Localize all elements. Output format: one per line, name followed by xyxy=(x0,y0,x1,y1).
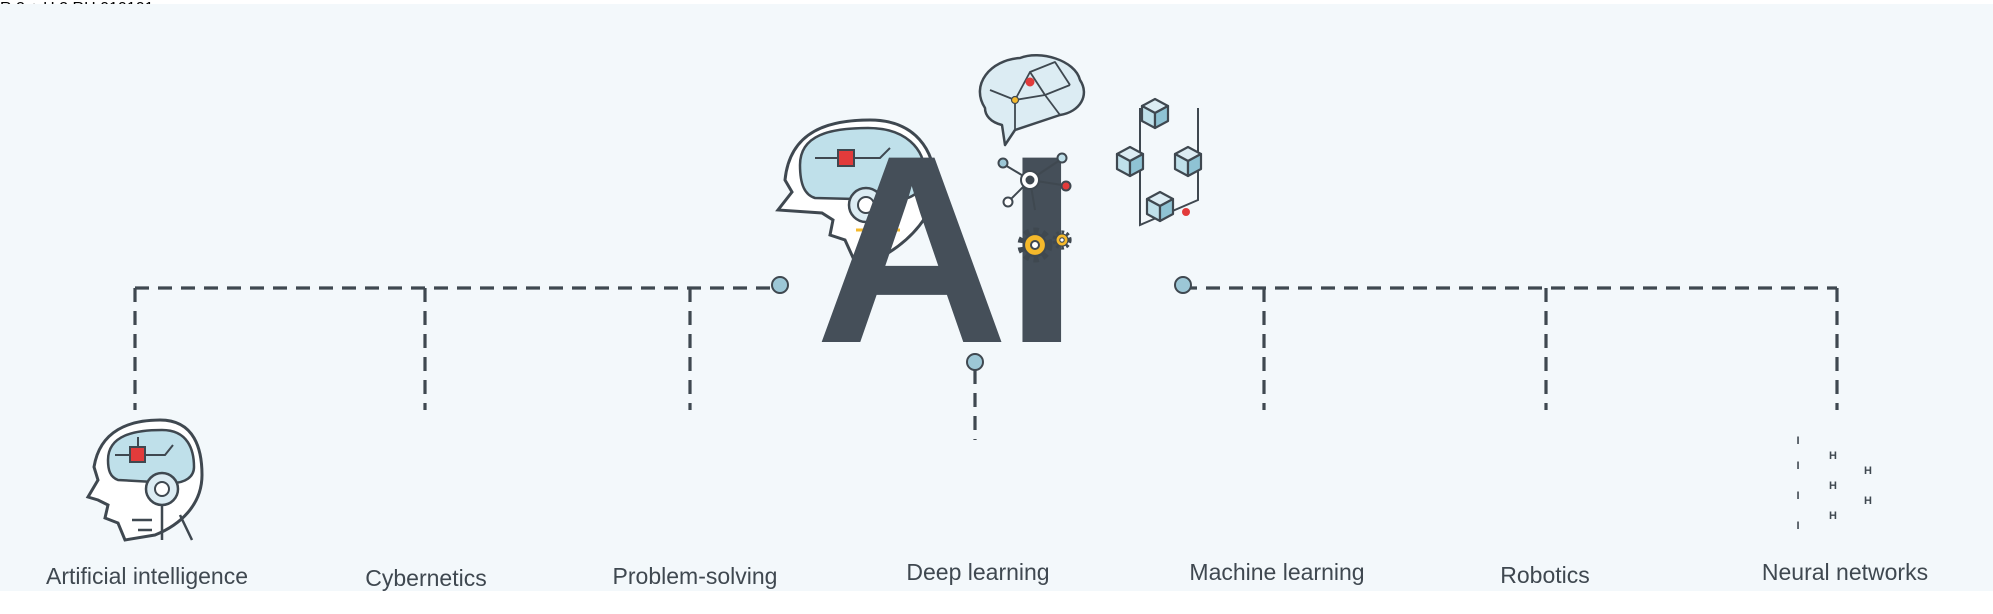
central-ai-cluster: AI xyxy=(771,53,1203,399)
connector-dot-bottom xyxy=(966,353,984,371)
label-problem-solving: Problem-solving xyxy=(612,563,778,589)
connector-dot-left xyxy=(771,276,789,294)
label-deep-learning: Deep learning xyxy=(906,559,1050,585)
ai-head-icon xyxy=(85,418,204,542)
label-cybernetics: Cybernetics xyxy=(365,565,487,591)
top-cubes-icon xyxy=(1115,97,1203,227)
label-artificial-intelligence: Artificial intelligence xyxy=(46,563,248,589)
label-machine-learning: Machine learning xyxy=(1189,559,1365,585)
connector-dot-right xyxy=(1174,276,1192,294)
central-head-icon xyxy=(775,118,937,264)
top-brain-icon xyxy=(978,53,1086,147)
label-robotics: Robotics xyxy=(1500,562,1590,588)
hub-network-icon xyxy=(997,152,1072,211)
label-neural-networks: Neural networks xyxy=(1761,559,1929,585)
connector-lines xyxy=(133,286,1839,440)
